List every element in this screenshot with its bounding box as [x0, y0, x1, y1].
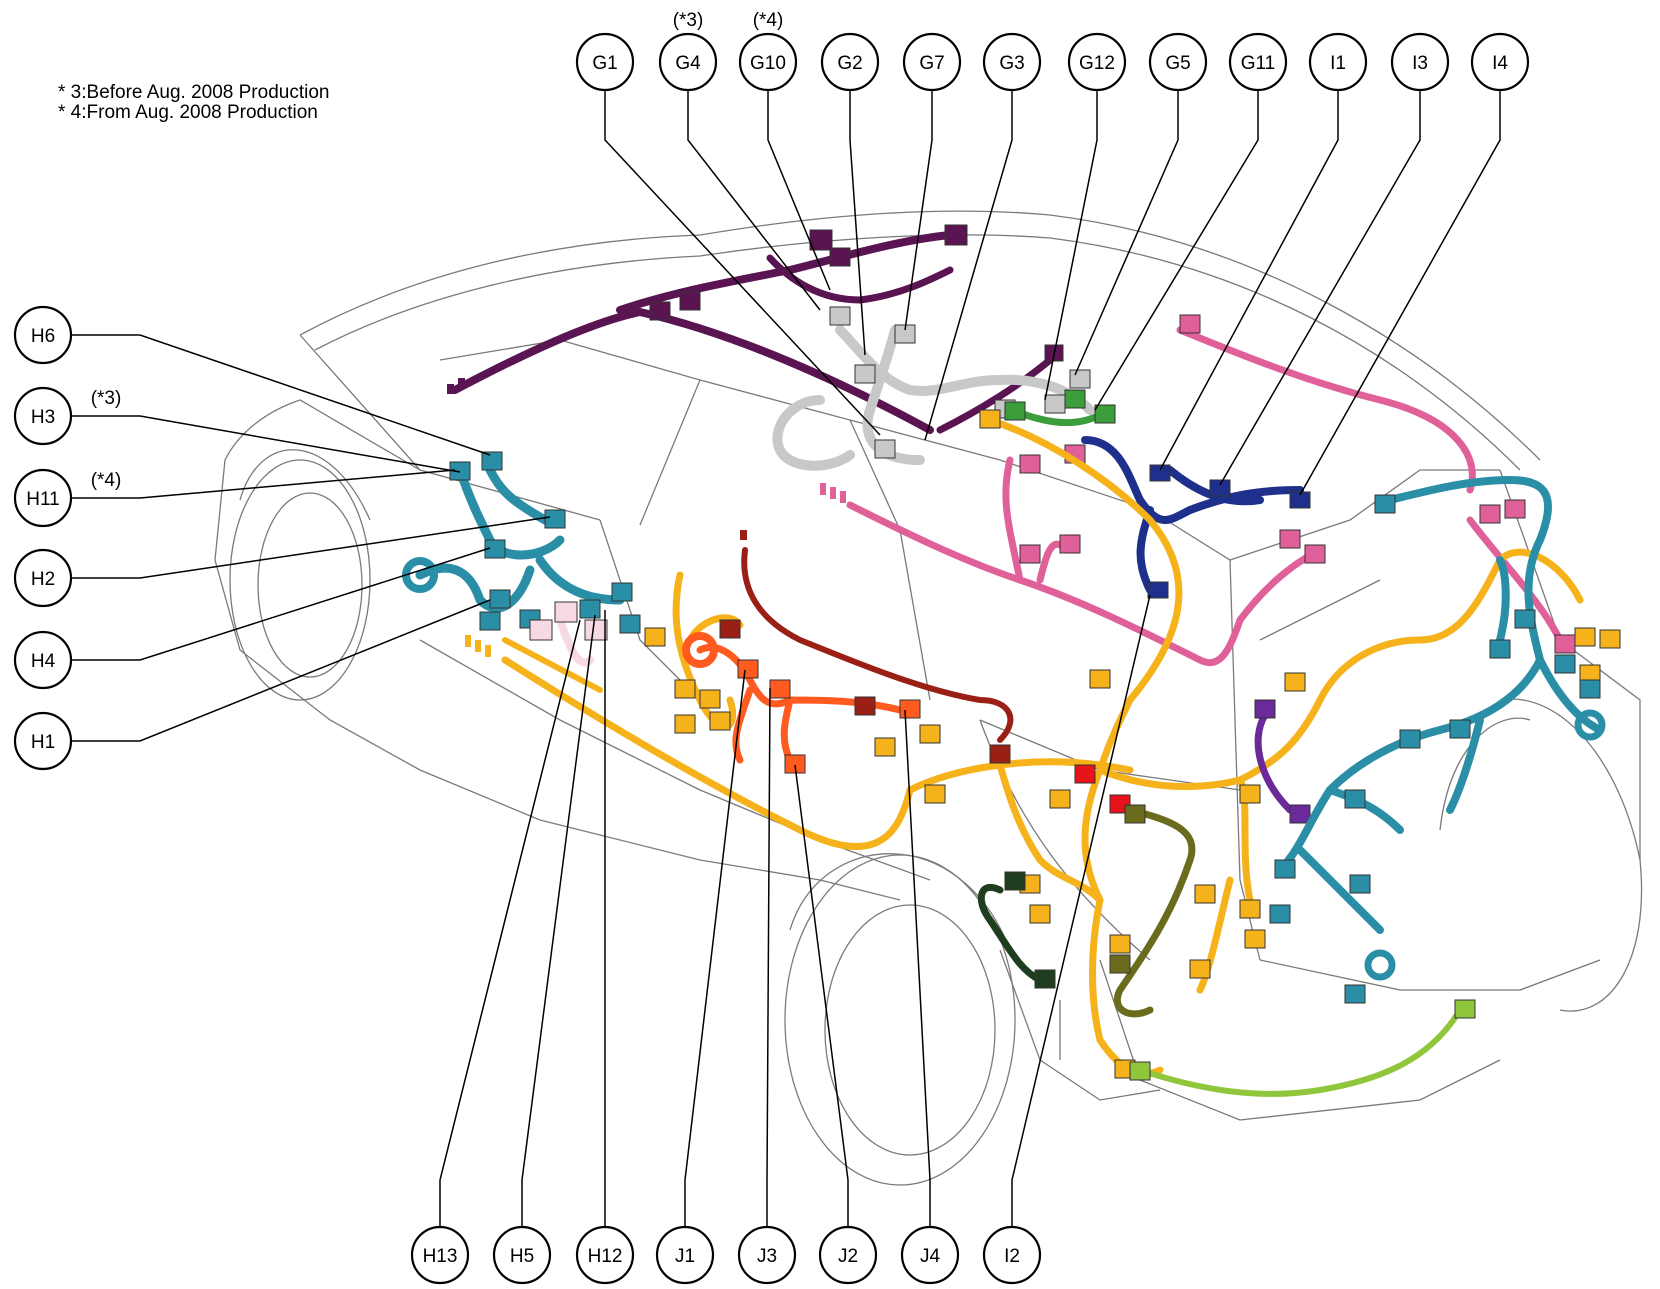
- svg-text:I2: I2: [1004, 1246, 1020, 1267]
- harness-red-olive: [1074, 764, 1196, 1018]
- callout-j1: J1: [655, 1225, 715, 1285]
- svg-text:G7: G7: [919, 53, 944, 74]
- harness-dark-red: [719, 530, 1014, 764]
- svg-text:H1: H1: [31, 732, 55, 753]
- svg-text:J1: J1: [675, 1246, 695, 1267]
- h3-footnote-tag: (*3): [91, 388, 122, 409]
- harness-lime: [1129, 999, 1476, 1097]
- callout-h4: H4: [13, 630, 73, 690]
- callout-g7: G7: [902, 32, 962, 92]
- callout-i3: I3: [1390, 32, 1450, 92]
- callout-g10: G10 (*4): [738, 10, 798, 92]
- svg-text:I3: I3: [1412, 53, 1428, 74]
- svg-text:H12: H12: [588, 1246, 623, 1267]
- callout-h2: H2: [13, 548, 73, 608]
- callout-g2: G2: [820, 32, 880, 92]
- callout-h6: H6: [13, 305, 73, 365]
- callout-j3: J3: [737, 1225, 797, 1285]
- harness-teal-front: [402, 451, 641, 634]
- svg-text:G3: G3: [999, 53, 1024, 74]
- harness-roof-gray: [772, 306, 1095, 471]
- callout-g1: G1: [575, 32, 635, 92]
- callout-h1: H1: [13, 711, 73, 771]
- svg-text:H2: H2: [31, 569, 55, 590]
- harness-light-pink: [529, 601, 608, 667]
- svg-text:H3: H3: [31, 407, 55, 428]
- callout-j4: J4: [900, 1225, 960, 1285]
- harness-roof-purple: [447, 224, 1064, 434]
- note-3: * 3:Before Aug. 2008 Production: [58, 82, 329, 103]
- svg-text:I4: I4: [1492, 53, 1508, 74]
- svg-text:G5: G5: [1165, 53, 1190, 74]
- svg-text:G11: G11: [1241, 53, 1276, 74]
- callout-g4: G4 (*3): [658, 10, 718, 92]
- svg-text:G2: G2: [837, 53, 862, 74]
- harness-yellow: [465, 409, 1621, 1079]
- svg-text:G4: G4: [675, 53, 701, 74]
- svg-text:H13: H13: [423, 1246, 458, 1267]
- vehicle-body: [214, 210, 1643, 1186]
- callout-i4: I4: [1470, 32, 1530, 92]
- svg-text:G10: G10: [750, 53, 786, 74]
- callout-g3: G3: [982, 32, 1042, 92]
- g4-footnote-tag: (*3): [673, 10, 704, 31]
- callout-g11: G11: [1228, 32, 1288, 92]
- svg-text:J3: J3: [757, 1246, 777, 1267]
- callout-h11: H11 (*4): [13, 468, 122, 528]
- harness-blue: [1081, 436, 1311, 599]
- leader-lines: [70, 85, 1501, 1228]
- callout-i1: I1: [1308, 32, 1368, 92]
- svg-text:G1: G1: [592, 53, 617, 74]
- harness-violet: [1254, 699, 1311, 824]
- note-4: * 4:From Aug. 2008 Production: [58, 102, 318, 123]
- svg-text:J2: J2: [838, 1246, 858, 1267]
- callout-h5: H5: [492, 1225, 552, 1285]
- svg-text:H4: H4: [31, 651, 56, 672]
- g10-footnote-tag: (*4): [753, 10, 784, 31]
- h11-footnote-tag: (*4): [91, 470, 122, 491]
- callout-i2: I2: [982, 1225, 1042, 1285]
- svg-text:H5: H5: [510, 1246, 534, 1267]
- harness-teal-rear: [1269, 476, 1606, 1004]
- svg-text:I1: I1: [1330, 53, 1346, 74]
- svg-text:H6: H6: [31, 326, 55, 347]
- callout-j2: J2: [818, 1225, 878, 1285]
- harness-green: [1004, 389, 1116, 427]
- callout-g5: G5: [1148, 32, 1208, 92]
- svg-text:H11: H11: [26, 489, 59, 510]
- svg-text:J4: J4: [920, 1246, 941, 1267]
- callout-g12: G12: [1067, 32, 1127, 92]
- callout-h3: H3 (*3): [13, 386, 122, 446]
- callout-h13: H13: [410, 1225, 470, 1285]
- harness-pink: [820, 314, 1576, 666]
- svg-text:G12: G12: [1079, 53, 1115, 74]
- callout-h12: H12: [575, 1225, 635, 1285]
- harness-dark-green: [977, 871, 1056, 989]
